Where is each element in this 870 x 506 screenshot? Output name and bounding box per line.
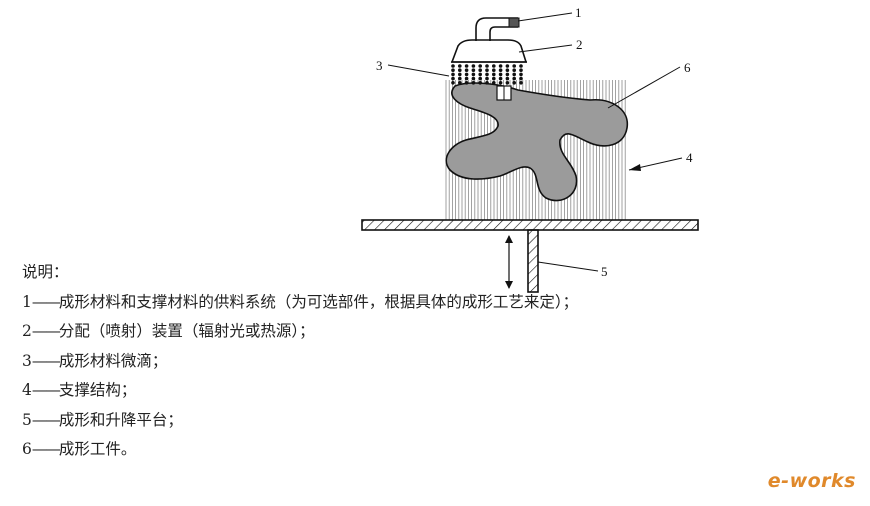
legend-text: 支撑结构； — [58, 381, 137, 399]
legend-text: 成形材料微滴； — [58, 351, 168, 370]
legend-separator: —— — [31, 322, 61, 340]
droplet — [498, 76, 503, 81]
droplet — [512, 72, 516, 77]
droplet — [471, 81, 476, 85]
droplet — [505, 68, 510, 72]
droplet — [451, 68, 455, 72]
droplet — [492, 72, 496, 77]
feed-system — [475, 17, 520, 41]
droplet — [498, 68, 503, 72]
droplet — [464, 72, 469, 77]
droplet — [451, 64, 455, 68]
legend-number: 6 — [22, 440, 32, 458]
droplet — [478, 64, 483, 68]
legend-separator: —— — [31, 410, 61, 429]
droplet — [519, 72, 523, 77]
material-droplets — [451, 64, 523, 85]
legend-separator: —— — [31, 381, 61, 399]
callout-6: 6 — [684, 60, 691, 75]
legend-item: 4——支撑结构； — [22, 376, 578, 406]
droplet — [458, 81, 462, 85]
legend-number: 1 — [22, 292, 32, 311]
droplet — [492, 68, 496, 72]
legend-number: 5 — [22, 410, 32, 429]
droplet — [505, 64, 510, 68]
droplet — [478, 72, 483, 77]
droplet — [498, 64, 503, 68]
droplet — [451, 72, 455, 77]
legend-separator: —— — [31, 351, 61, 370]
legend-text: 成形工件。 — [58, 440, 137, 458]
droplet — [519, 81, 523, 85]
droplet — [519, 76, 523, 81]
droplet — [485, 76, 489, 81]
droplet — [505, 72, 510, 77]
droplet — [485, 72, 489, 77]
droplet — [458, 76, 462, 81]
droplet — [471, 76, 476, 81]
dispensing-head — [450, 39, 528, 101]
droplet — [471, 68, 476, 72]
legend-number: 4 — [22, 381, 32, 399]
droplet — [485, 81, 489, 85]
droplet — [485, 64, 489, 68]
droplet — [512, 68, 516, 72]
callout-3: 3 — [376, 58, 383, 73]
droplet — [512, 64, 516, 68]
legend-item: 2——分配（喷射）装置（辐射光或热源）； — [22, 317, 578, 347]
callout-4: 4 — [686, 150, 693, 165]
droplet — [471, 72, 476, 77]
callout-1: 1 — [575, 5, 582, 20]
legend-item: 3——成形材料微滴； — [22, 347, 578, 377]
legend: 说明： 1——成形材料和支撑材料的供料系统（为可选部件，根据具体的成形工艺来定）… — [22, 258, 578, 465]
build-platform — [361, 219, 699, 293]
lift-arrow — [505, 235, 513, 289]
droplet — [512, 76, 516, 81]
legend-separator: —— — [31, 440, 61, 458]
droplet — [458, 72, 462, 77]
legend-item: 1——成形材料和支撑材料的供料系统（为可选部件，根据具体的成形工艺来定）； — [22, 288, 578, 318]
legend-text: 分配（喷射）装置（辐射光或热源）； — [58, 322, 315, 340]
callout-2: 2 — [576, 37, 583, 52]
droplet — [451, 81, 455, 85]
droplet — [498, 72, 503, 77]
eworks-watermark-logo: e-works — [767, 470, 856, 492]
droplet — [519, 68, 523, 72]
legend-text: 成形材料和支撑材料的供料系统（为可选部件，根据具体的成形工艺来定）； — [58, 292, 579, 311]
legend-number: 3 — [22, 351, 32, 370]
callout-5: 5 — [601, 264, 608, 279]
droplet — [464, 76, 469, 81]
droplet — [485, 68, 489, 72]
legend-text: 成形和升降平台； — [58, 410, 183, 429]
droplet — [478, 76, 483, 81]
droplet — [505, 76, 510, 81]
droplet — [471, 64, 476, 68]
droplet — [512, 81, 516, 85]
formed-part — [445, 82, 628, 202]
droplet — [492, 64, 496, 68]
droplet — [492, 76, 496, 81]
droplet — [458, 64, 462, 68]
droplet — [464, 64, 469, 68]
droplet — [498, 81, 503, 85]
legend-item: 6——成形工件。 — [22, 435, 578, 465]
droplet — [464, 81, 469, 85]
legend-separator: —— — [31, 292, 61, 311]
droplet — [464, 68, 469, 72]
droplet — [478, 68, 483, 72]
droplet — [505, 81, 510, 85]
legend-item: 5——成形和升降平台； — [22, 406, 578, 436]
droplet — [519, 64, 523, 68]
legend-number: 2 — [22, 322, 32, 340]
arrow-head-4 — [629, 164, 641, 171]
droplet — [451, 76, 455, 81]
legend-heading: 说明： — [22, 263, 69, 281]
droplet — [478, 81, 483, 85]
droplet — [492, 81, 496, 85]
droplet — [458, 68, 462, 72]
